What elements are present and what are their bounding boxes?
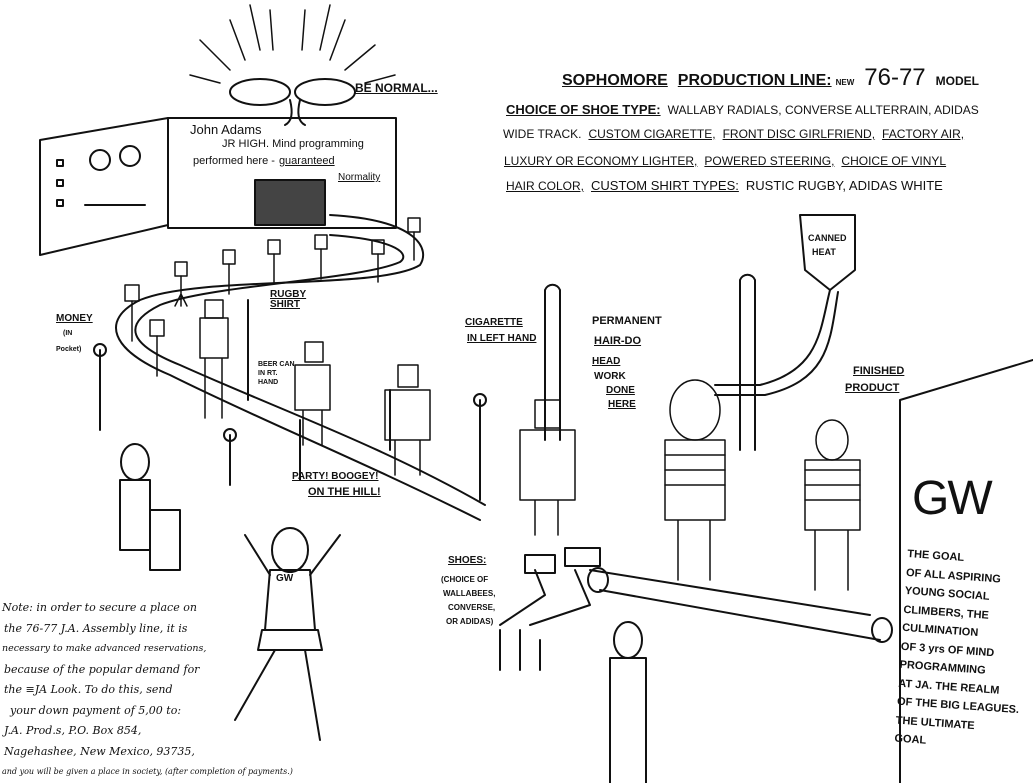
note-line: because of the popular demand for bbox=[4, 662, 200, 676]
label-money: MONEY bbox=[56, 313, 93, 324]
note-line: the 76-77 J.A. Assembly line, it is bbox=[4, 621, 188, 635]
label-party: PARTY! BOOGEY! bbox=[292, 471, 379, 482]
cheerleader-figure bbox=[234, 527, 341, 741]
sign-line3: performed here - bbox=[193, 155, 275, 167]
label-shoes-converse: CONVERSE, bbox=[448, 603, 496, 612]
title-sophomore: SOPHOMORE bbox=[562, 72, 668, 89]
note-line: Note: in order to secure a place on bbox=[2, 601, 197, 614]
option-shirt-types: CUSTOM SHIRT TYPES: bbox=[591, 178, 739, 193]
options-line-1: CHOICE OF SHOE TYPE: WALLABY RADIALS, CO… bbox=[506, 103, 979, 116]
cheerleader-shirt-gw: GW bbox=[276, 573, 294, 584]
option-girlfriend: FRONT DISC GIRLFRIEND, bbox=[722, 127, 876, 141]
option-shoe-label: CHOICE OF SHOE TYPE: bbox=[506, 102, 661, 117]
sign-line2: JR HIGH. Mind programming bbox=[222, 138, 364, 150]
label-beer-can: BEER CAN IN RT. HAND bbox=[258, 361, 295, 387]
label-cigarette-hand: IN LEFT HAND bbox=[467, 333, 537, 344]
option-shirt-choices: RUSTIC RUGBY, ADIDAS WHITE bbox=[745, 178, 943, 193]
label-rugby-shirt: RUGBY SHIRT bbox=[270, 289, 307, 310]
assembly-figures bbox=[124, 217, 861, 591]
option-factory-air: FACTORY AIR, bbox=[882, 127, 965, 141]
note-line: Nagehashee, New Mexico, 93735, bbox=[4, 744, 195, 758]
option-lighter: LUXURY OR ECONOMY LIGHTER, bbox=[504, 154, 698, 168]
title-new: NEW bbox=[835, 78, 855, 87]
conveyor-belt bbox=[115, 214, 893, 643]
label-here: HERE bbox=[608, 399, 636, 410]
note-line: your down payment of 5,00 to: bbox=[10, 703, 182, 717]
sign-school-name: John Adams bbox=[190, 122, 262, 137]
label-work: WORK bbox=[594, 371, 626, 382]
note-line: necessary to make advanced reservations, bbox=[2, 643, 207, 654]
reservation-note: Note: in order to secure a place on the … bbox=[2, 598, 293, 783]
label-hair-do: HAIR-DO bbox=[594, 335, 642, 347]
canned-heat-dryer bbox=[714, 214, 856, 396]
shoe-robot-arms bbox=[499, 547, 601, 671]
option-vinyl: CHOICE OF VINYL bbox=[841, 154, 947, 168]
option-cigarette: CUSTOM CIGARETTE, bbox=[588, 127, 716, 141]
title-production-line: PRODUCTION LINE: bbox=[677, 72, 832, 89]
options-line-3: LUXURY OR ECONOMY LIGHTER, POWERED STEER… bbox=[504, 155, 946, 167]
goal-text: THE GOAL OF ALL ASPIRING YOUNG SOCIAL CL… bbox=[894, 545, 1030, 757]
sign-guaranteed: guaranteed bbox=[278, 155, 335, 167]
label-shoes: SHOES: bbox=[448, 555, 487, 566]
options-line-4: HAIR COLOR, CUSTOM SHIRT TYPES: RUSTIC R… bbox=[506, 179, 943, 192]
title-year: 76-77 bbox=[864, 64, 926, 91]
option-wide-track: WIDE TRACK. bbox=[503, 127, 582, 141]
label-product: PRODUCT bbox=[845, 382, 900, 394]
option-shoe-text: WALLABY RADIALS, CONVERSE ALLTERRAIN, AD… bbox=[667, 103, 979, 117]
note-line: the ≡JA Look. To do this, send bbox=[4, 683, 173, 696]
note-line: and you will be given a place in society… bbox=[2, 767, 293, 776]
sign-normality: Normality bbox=[338, 172, 381, 183]
label-cigarette: CIGARETTE bbox=[465, 317, 523, 328]
big-leagues-building bbox=[899, 359, 1033, 783]
label-finished: FINISHED bbox=[853, 365, 905, 377]
options-line-2: WIDE TRACK. CUSTOM CIGARETTE, FRONT DISC… bbox=[503, 128, 964, 140]
sign-line3-row: performed here - guaranteed bbox=[193, 156, 335, 167]
label-canned: CANNED bbox=[808, 233, 847, 243]
sun-face-icon bbox=[189, 4, 396, 126]
title-row: SOPHOMORE PRODUCTION LINE: NEW 76-77 MOD… bbox=[562, 66, 979, 90]
gw-logo: GW bbox=[912, 472, 993, 525]
title-model: MODEL bbox=[935, 74, 979, 88]
note-line: J.A. Prod.s, P.O. Box 854, bbox=[4, 724, 142, 737]
label-heat: HEAT bbox=[812, 247, 836, 257]
label-permanent: PERMANENT bbox=[592, 315, 662, 327]
label-shoes-adidas: OR ADIDAS) bbox=[446, 617, 494, 626]
label-shoes-choice: (CHOICE OF bbox=[441, 575, 489, 584]
label-money-in: (IN bbox=[63, 330, 73, 337]
label-on-the-hill: ON THE HILL! bbox=[308, 486, 381, 498]
doctor-figures bbox=[119, 443, 647, 783]
option-steering: POWERED STEERING, bbox=[704, 154, 835, 168]
option-hair-color: HAIR COLOR, bbox=[506, 179, 585, 193]
label-shoes-wallabees: WALLABEES, bbox=[443, 589, 496, 598]
label-head: HEAD bbox=[592, 356, 621, 367]
label-money-pocket: Pocket) bbox=[56, 346, 82, 353]
school-sign bbox=[39, 117, 397, 256]
label-done: DONE bbox=[606, 385, 635, 396]
be-normal-label: BE NORMAL... bbox=[355, 81, 438, 95]
